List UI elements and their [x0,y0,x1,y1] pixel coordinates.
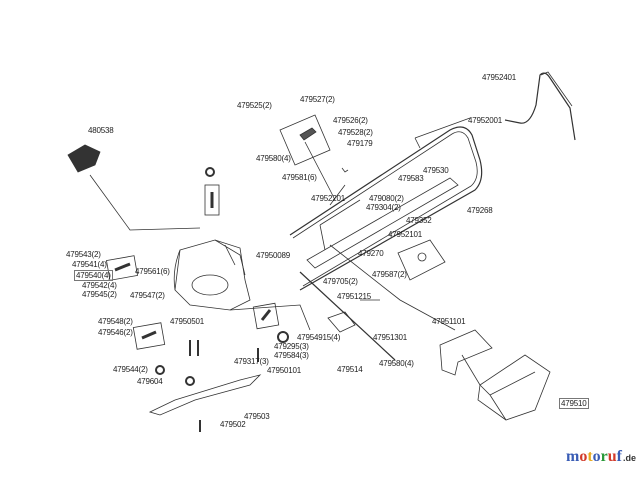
part-label: 480538 [88,126,114,135]
part-label: 479510 [559,398,589,409]
part-label: 47951301 [373,333,407,342]
part-label: 479543(2) [66,250,101,259]
middle-handle [289,126,483,291]
logo-letter: f [616,448,622,465]
part-label: 479544(2) [113,365,148,374]
part-label: 479502 [220,420,246,429]
part-label: 479527(2) [300,95,335,104]
part-label: 479268 [467,206,493,215]
blade [148,374,262,416]
part-label: 479583 [398,174,424,183]
part-label: 479548(2) [98,317,133,326]
part-label: 479540(4) [74,270,113,281]
mower-deck [174,239,251,311]
part-label: 47952101 [388,230,422,239]
part-label: 479270 [358,249,384,258]
part-label: 479530 [423,166,449,175]
engine [67,144,101,173]
logo-letter: r [600,448,608,465]
part-label: 479546(2) [98,328,133,337]
lever-box [279,114,331,166]
part-label: 479317(3) [234,357,269,366]
part-label: 479179 [347,139,373,148]
part-label: 479580(4) [256,154,291,163]
part-label: 47952401 [482,73,516,82]
part-label: 479587(2) [372,270,407,279]
part-label: 47952001 [468,116,502,125]
part-label: 479604 [137,377,163,386]
part-label: 47951215 [337,292,371,301]
part-label: 479547(2) [130,291,165,300]
part-label: 47950501 [170,317,204,326]
logo-letter: o [579,448,588,465]
part-label: 479525(2) [237,101,272,110]
part-label: 479584(3) [274,351,309,360]
part-label: 479080(2) [369,194,404,203]
part-label: 479352 [406,216,432,225]
part-label: 47951101 [432,317,466,326]
part-label: 47950089 [256,251,290,260]
motoruf-logo: motoruf.de [566,448,636,466]
logo-text: motoruf [566,448,622,466]
logo-letter: t [587,448,593,465]
part-label: 47954915(4) [297,333,341,342]
part-label: 479526(2) [333,116,368,125]
part-label: 479581(6) [282,173,317,182]
part-label: 47952201 [311,194,345,203]
logo-letter: o [592,448,601,465]
part-label: 479542(4) [82,281,117,290]
part-label: 479514 [337,365,363,374]
cable-box [397,239,446,281]
lower-handle-bar [306,177,459,269]
part-label: 479528(2) [338,128,373,137]
discharge-guard [327,311,356,333]
part-label: 47950101 [267,366,301,375]
part-label: 479545(2) [82,290,117,299]
logo-letter: u [607,448,617,465]
grass-bag [477,354,551,421]
upper-handle [504,72,576,141]
part-label: 479580(4) [379,359,414,368]
part-label: 479705(2) [323,277,358,286]
part-label: 479541(4) [72,260,107,269]
part-label: 479561(6) [135,267,170,276]
part-label: 479503 [244,412,270,421]
part-label: 479304(2) [366,203,401,212]
grass-bag-frame [439,329,493,376]
logo-tld: .de [623,453,637,463]
logo-letter: m [566,448,580,465]
part-label: 479295(3) [274,342,309,351]
